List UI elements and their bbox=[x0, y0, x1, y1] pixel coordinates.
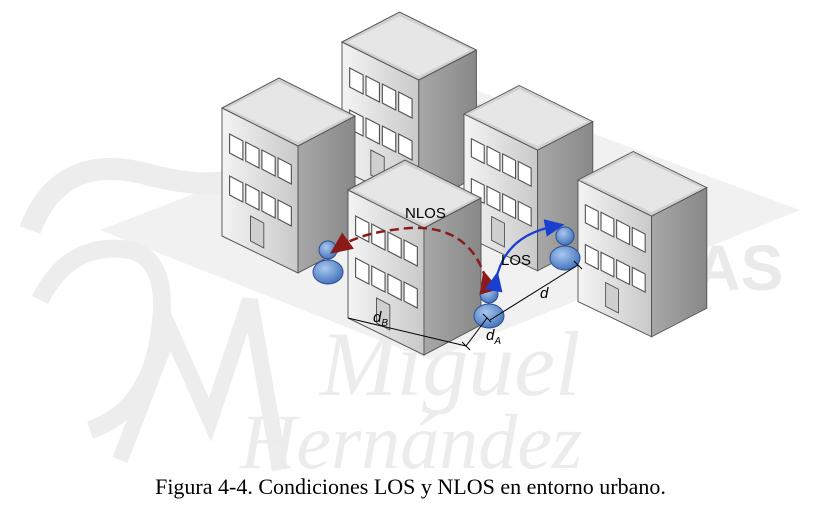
nlos-arrow bbox=[329, 226, 500, 295]
building-icon bbox=[347, 159, 482, 356]
building-icon bbox=[577, 150, 708, 338]
distance-label-da: dA bbox=[486, 327, 501, 347]
los-arrow bbox=[485, 219, 565, 293]
los-label: LOS bbox=[501, 252, 531, 269]
nlos-label: NLOS bbox=[405, 205, 446, 222]
distance-label-db: dB bbox=[373, 309, 388, 329]
figure-caption: Figura 4-4. Condiciones LOS y NLOS en en… bbox=[155, 474, 666, 499]
distance-label-d: d bbox=[540, 285, 549, 302]
building-icon bbox=[463, 84, 594, 272]
watermark-text-hernandez: Hernández bbox=[239, 398, 582, 485]
